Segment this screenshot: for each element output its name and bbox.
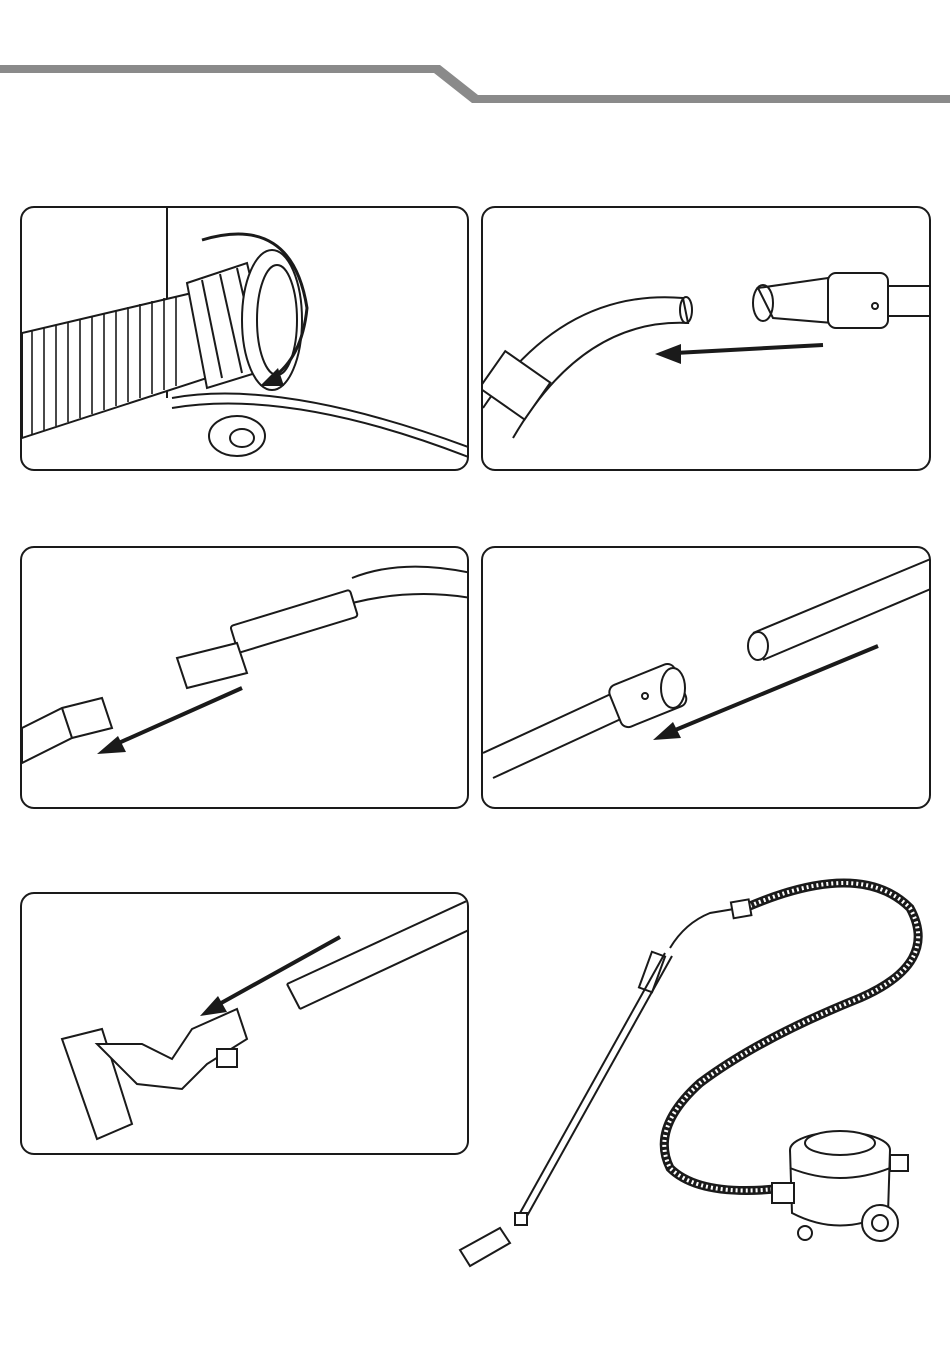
arrow-down-left-icon	[668, 646, 878, 733]
arrow-down-left-icon	[214, 937, 340, 1007]
tube-connect-illustration	[22, 548, 469, 809]
step-5-panel	[20, 892, 469, 1155]
arrow-left-icon	[675, 345, 823, 353]
step-1-panel	[20, 206, 469, 471]
assembled-vacuum-illustration	[440, 868, 930, 1278]
hose-connector-illustration	[22, 208, 469, 471]
step-4-panel	[481, 546, 931, 809]
step-3-panel	[20, 546, 469, 809]
floor-tool-illustration	[22, 894, 469, 1155]
handle-tube-illustration	[483, 208, 931, 471]
header-accent-bar	[0, 0, 950, 110]
arrow-down-left-icon	[112, 688, 242, 746]
tube-join-illustration	[483, 548, 931, 809]
step-2-panel	[481, 206, 931, 471]
